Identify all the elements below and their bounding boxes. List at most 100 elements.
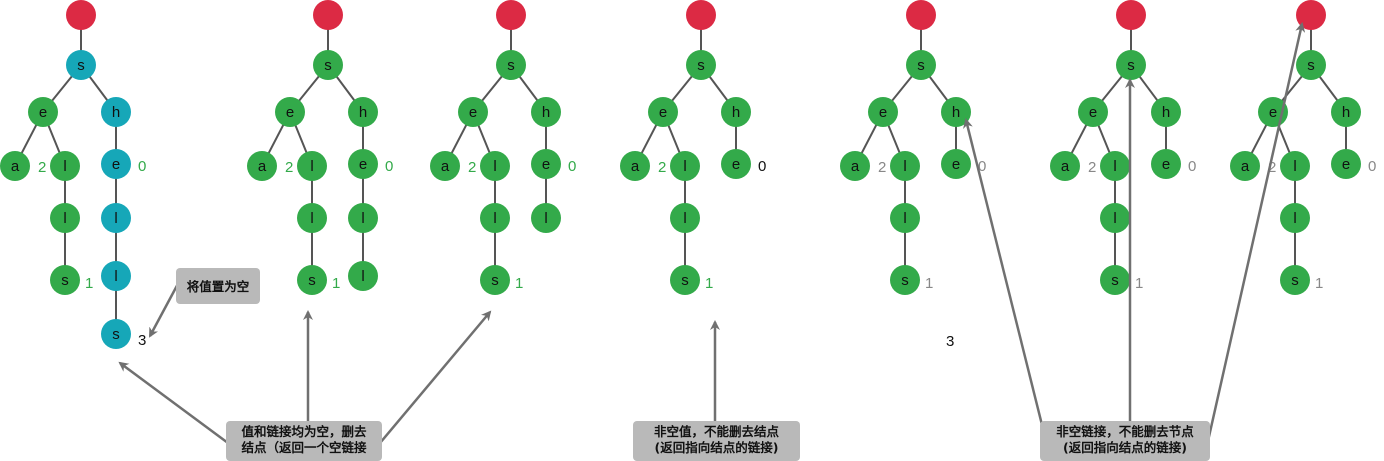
trie-node-t3-h: h bbox=[531, 97, 561, 127]
node-circle bbox=[348, 261, 378, 291]
callouts: 将值置为空值和链接均为空，删去结点（返回一个空链接非空值，不能删去结点(返回指向… bbox=[176, 268, 1210, 461]
trie-node-t2-s: s bbox=[313, 50, 343, 80]
node-label: s bbox=[681, 272, 689, 289]
trie-node-t1-l1: l bbox=[50, 151, 80, 181]
node-value: 1 bbox=[332, 275, 340, 292]
trie-node-t3-l1: l bbox=[480, 151, 510, 181]
node-label: s bbox=[697, 57, 705, 74]
node-label: e bbox=[659, 104, 667, 121]
trie-node-t5-s: s bbox=[906, 50, 936, 80]
node-label: a bbox=[1061, 158, 1070, 175]
node-label: l bbox=[1293, 158, 1296, 175]
node-circle bbox=[906, 0, 936, 30]
node-circle bbox=[480, 203, 510, 233]
callout-box bbox=[226, 421, 382, 461]
node-circle bbox=[890, 203, 920, 233]
node-circle bbox=[297, 265, 327, 295]
node-label: l bbox=[361, 268, 364, 285]
node-circle bbox=[890, 265, 920, 295]
trie-node-t4-e: e bbox=[648, 97, 678, 127]
callout-box bbox=[1040, 421, 1210, 461]
node-circle bbox=[1100, 203, 1130, 233]
node-value: 1 bbox=[1315, 275, 1323, 292]
node-circle bbox=[101, 261, 131, 291]
node-circle bbox=[28, 97, 58, 127]
node-circle bbox=[1296, 50, 1326, 80]
trie-node-t1-s: s bbox=[66, 50, 96, 80]
node-label: s bbox=[901, 272, 909, 289]
node-circle bbox=[348, 149, 378, 179]
callout-text-line: (返回指向结点的链接) bbox=[655, 440, 779, 455]
node-label: a bbox=[631, 158, 640, 175]
arrow-delete-to-s bbox=[118, 361, 229, 445]
node-circle bbox=[313, 50, 343, 80]
floating-value-3: 3 bbox=[946, 333, 954, 350]
node-circle bbox=[247, 151, 277, 181]
node-circle bbox=[1151, 97, 1181, 127]
node-label: l bbox=[683, 210, 686, 227]
trie-node-t4-h: h bbox=[721, 97, 751, 127]
node-label: l bbox=[544, 210, 547, 227]
arrow-set-null bbox=[148, 279, 182, 338]
node-label: e bbox=[1342, 156, 1350, 173]
node-value: 3 bbox=[138, 332, 146, 349]
node-circle bbox=[0, 151, 30, 181]
node-circle bbox=[50, 151, 80, 181]
node-circle bbox=[480, 151, 510, 181]
node-value: 1 bbox=[705, 275, 713, 292]
node-circle bbox=[906, 50, 936, 80]
node-circle bbox=[1116, 50, 1146, 80]
trie-node-t2-e: e bbox=[275, 97, 305, 127]
node-circle bbox=[620, 151, 650, 181]
node-label: e bbox=[732, 156, 740, 173]
callout-set-null: 将值置为空 bbox=[176, 268, 260, 304]
trie-node-t6-l2: l bbox=[1100, 203, 1130, 233]
node-label: h bbox=[1162, 104, 1170, 121]
trie-node-t2-hl1: l bbox=[348, 203, 378, 233]
trie-node-t5-root bbox=[906, 0, 936, 30]
node-value: 0 bbox=[568, 158, 576, 175]
node-circle bbox=[721, 149, 751, 179]
node-label: h bbox=[542, 104, 550, 121]
node-value: 0 bbox=[1368, 158, 1376, 175]
node-label: s bbox=[1127, 57, 1135, 74]
node-label: h bbox=[359, 104, 367, 121]
node-circle bbox=[430, 151, 460, 181]
node-label: a bbox=[1241, 158, 1250, 175]
trie-node-t6-e: e bbox=[1078, 97, 1108, 127]
node-label: l bbox=[493, 210, 496, 227]
trie-node-t2-l2: l bbox=[297, 203, 327, 233]
trie-node-t7-l2: l bbox=[1280, 203, 1310, 233]
trie-node-t1-e: e bbox=[28, 97, 58, 127]
node-circle bbox=[348, 97, 378, 127]
node-value: 0 bbox=[758, 158, 766, 175]
arrow-link-to-root bbox=[1206, 22, 1306, 442]
trie-node-t6-root bbox=[1116, 0, 1146, 30]
callout-text-line: 值和链接均为空，删去 bbox=[241, 424, 367, 439]
node-circle bbox=[686, 0, 716, 30]
node-circle bbox=[348, 203, 378, 233]
node-label: e bbox=[39, 104, 47, 121]
node-label: l bbox=[63, 210, 66, 227]
node-circle bbox=[480, 265, 510, 295]
node-label: e bbox=[469, 104, 477, 121]
node-circle bbox=[297, 203, 327, 233]
node-circle bbox=[670, 151, 700, 181]
node-label: s bbox=[112, 326, 120, 343]
callout-text-line: (返回指向结点的链接) bbox=[1063, 440, 1187, 455]
node-value: 2 bbox=[1268, 159, 1276, 176]
callout-text-line: 非空值，不能删去结点 bbox=[654, 424, 780, 439]
arrow-link-to-h bbox=[963, 118, 1049, 446]
